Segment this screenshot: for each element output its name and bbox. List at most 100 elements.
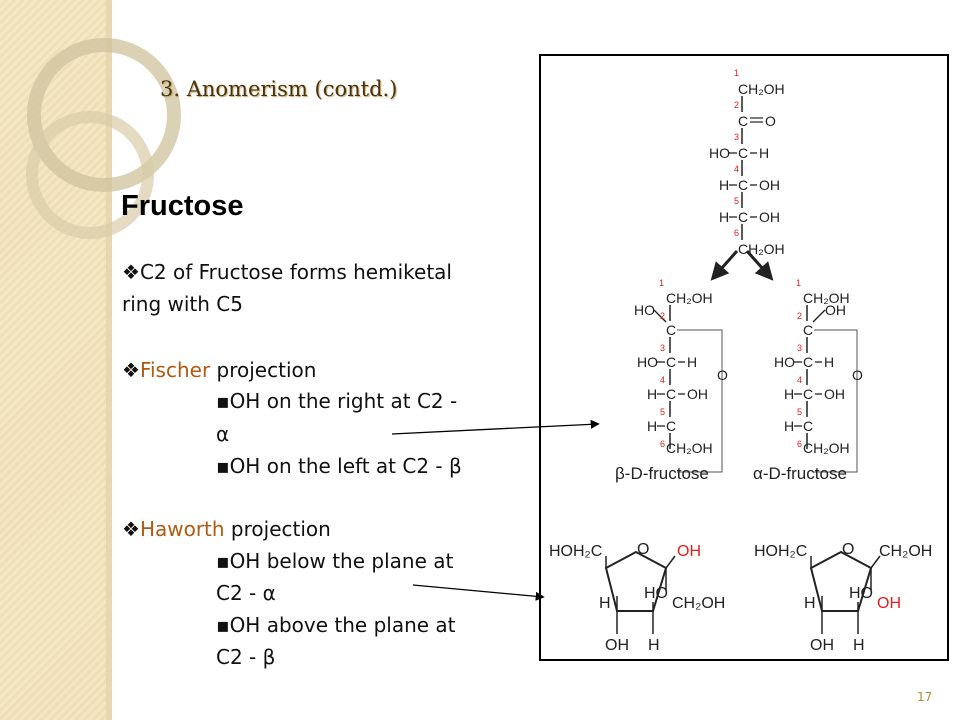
decorative-circles [26,38,181,239]
beta-h4: H [647,386,657,402]
hl-h: H [599,595,611,612]
sub-bullet-oh-left: ▪OH on the left at C2 - β [216,452,462,480]
hl-anomeric-oh: OH [677,543,701,560]
sub-bullet-oh-right-cont: α [216,422,230,446]
fructose-structure-figure: 1 CH₂OH 2 C O 3 HO C H 4 H C OH 5 H [539,54,949,661]
carbon-number: 6 [660,439,665,449]
chain-oh5: OH [759,209,780,225]
square-bullet-icon: ▪ [216,613,230,637]
bullet-text: C2 of Fructose forms hemiketal [139,260,452,284]
beta-h3: H [687,354,697,370]
square-bullet-icon: ▪ [216,454,230,478]
beta-h5: H [647,418,657,434]
bullet-text: projection [210,358,317,382]
alpha-c2: C [803,322,813,338]
bullet-text: projection [224,517,331,541]
alpha-oh4: OH [824,386,845,402]
chain-oh4: OH [759,177,780,193]
square-bullet-icon: ▪ [216,389,230,413]
beta-ring-o: O [717,367,728,383]
chain-c3: C [738,145,748,161]
chain-ho3: HO [709,145,730,161]
chain-c4: C [738,177,748,193]
slide-title: 3. Anomerism (contd.) [160,77,398,101]
hl-ch2oh: CH₂OH [672,595,725,612]
carbon-number: 3 [734,132,739,142]
sub-bullet-text: OH above the plane at [229,613,456,637]
hr-hoh2c: HOH₂C [754,543,807,560]
carbon-number: 3 [660,343,665,353]
haworth-alpha: HOH₂C O OH H HO CH₂OH OH H [549,541,725,654]
carbon-number: 2 [660,311,665,321]
alpha-c3: C [803,354,813,370]
beta-ho3: HO [637,354,658,370]
arrow-to-beta [710,250,739,281]
open-chain-fischer: 1 CH₂OH 2 C O 3 HO C H 4 H C OH 5 H [709,68,785,257]
carbon-number: 6 [734,228,739,238]
carbon-number: 2 [734,100,739,110]
sub-bullet-text: OH on the right at C2 - [229,389,458,413]
alpha-c4: C [803,386,813,402]
square-bullet-icon: ▪ [216,549,230,573]
alpha-d-fructose-label: α-D-fructose [753,464,847,483]
carbon-number: 5 [734,196,739,206]
carbon-number: 4 [660,375,665,385]
keyword-fischer: Fischer [139,358,211,382]
page-number: 17 [917,690,933,704]
alpha-c5: C [803,418,813,434]
alpha-h4: H [784,386,794,402]
haworth-beta: HOH₂C O CH₂OH H HO OH OH H [754,541,932,654]
diamond-bullet-icon: ❖ [122,260,140,284]
diamond-bullet-icon: ❖ [122,517,140,541]
sub-bullet-above-cont: C2 - β [216,645,276,669]
hl-hoh2c: HOH₂C [549,543,602,560]
sub-bullet-oh-right: ▪OH on the right at C2 - [216,387,457,415]
hr-h-bottom: H [853,637,865,654]
alpha-ring-o: O [852,367,863,383]
chain-h4: H [719,177,729,193]
sub-bullet-below: ▪OH below the plane at [216,547,453,575]
hl-ho: HO [644,585,668,602]
pointer-arrow-haworth [412,584,545,601]
alpha-h5: H [784,418,794,434]
bullet-hemiketal: ❖C2 of Fructose forms hemiketal [122,258,452,286]
hr-h: H [804,595,816,612]
diamond-bullet-icon: ❖ [122,358,140,382]
alpha-c1: CH₂OH [803,290,850,306]
beta-d-fructose-label: β-D-fructose [615,464,709,483]
beta-c6: CH₂OH [666,440,713,456]
bullet-hemiketal-cont: ring with C5 [122,292,243,316]
sub-bullet-text: OH on the left at C2 - β [229,454,462,478]
chain-c5: C [738,209,748,225]
carbon-number: 2 [797,311,802,321]
carbon-number: 5 [797,407,802,417]
beta-c1: CH₂OH [666,290,713,306]
hr-anomeric-oh: OH [877,595,901,612]
sub-bullet-above: ▪OH above the plane at [216,611,456,639]
chain-c1: CH₂OH [738,81,785,97]
chain-o2: O [765,113,776,129]
beta-c3: C [666,354,676,370]
arrow-to-alpha [745,250,774,281]
hr-ch2oh: CH₂OH [879,543,932,560]
hl-oh: OH [605,637,629,654]
sub-bullet-below-cont: C2 - α [216,581,276,605]
beta-ho2: HO [634,302,655,318]
chain-h5: H [719,209,729,225]
beta-c4: C [666,386,676,402]
hr-ho: HO [849,585,873,602]
carbon-number: 4 [734,164,739,174]
carbon-number: 5 [660,407,665,417]
keyword-haworth: Haworth [139,517,225,541]
carbon-number: 1 [796,278,801,288]
fructose-structure-diagram: 1 CH₂OH 2 C O 3 HO C H 4 H C OH 5 H [549,68,932,654]
pointer-arrow-fischer [391,419,600,435]
carbon-number: 3 [797,343,802,353]
carbon-number: 6 [797,439,802,449]
alpha-h3: H [824,354,834,370]
hr-oh: OH [810,637,834,654]
alpha-c6: CH₂OH [803,440,850,456]
chain-c2: C [738,113,748,129]
sub-bullet-text: OH below the plane at [229,549,454,573]
